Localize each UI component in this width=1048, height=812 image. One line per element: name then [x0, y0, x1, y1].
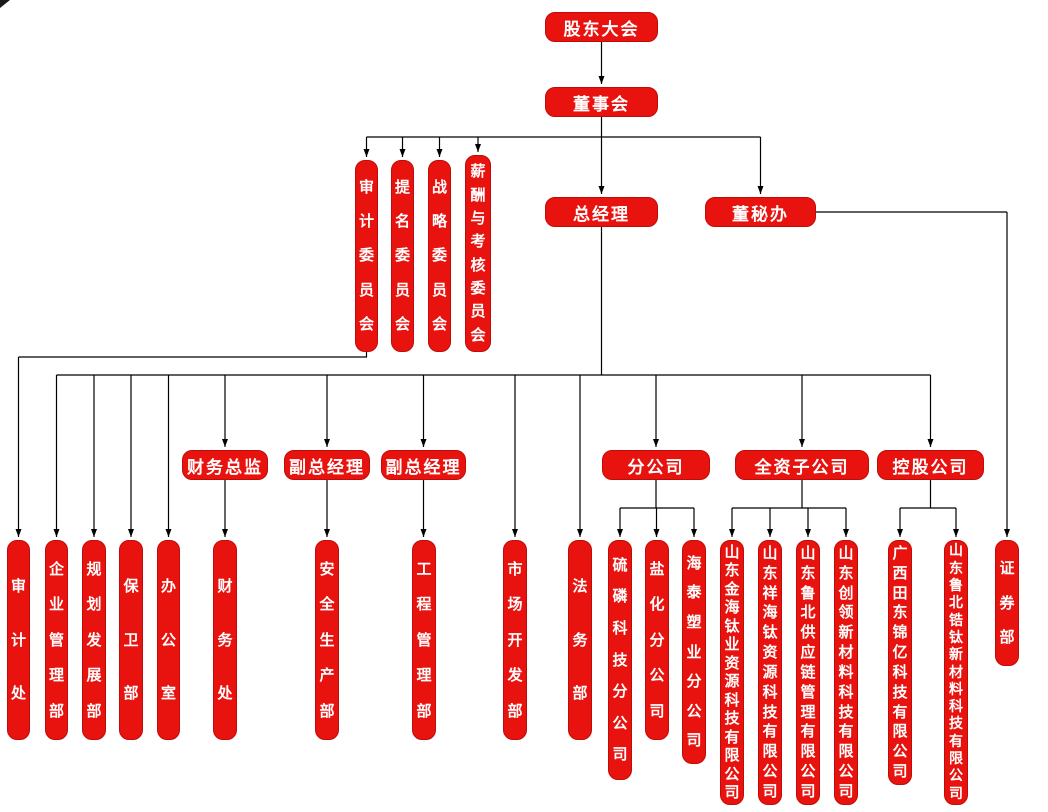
org-node-jinhai-titanium: 山东金海钛业资源科技有限公司	[720, 540, 744, 805]
org-node-deputy-gm-1: 副总经理	[284, 450, 370, 480]
org-node-board: 董事会	[545, 87, 658, 117]
connector-line	[900, 480, 956, 509]
connector-line	[732, 480, 846, 509]
org-node-salt-chemical: 盐化分公司	[645, 540, 669, 740]
org-node-deputy-gm-2: 副总经理	[381, 450, 466, 480]
org-node-safety-production: 安全生产部	[315, 540, 339, 740]
org-node-finance-office: 财务处	[213, 540, 237, 740]
org-node-planning-dev: 规划发展部	[82, 540, 106, 740]
org-node-chuangling-materials: 山东创领新材料科技有限公司	[834, 540, 858, 805]
org-node-cfo: 财务总监	[182, 450, 268, 480]
org-node-office: 办公室	[157, 540, 180, 740]
org-node-haitai-plastics: 海泰塑业分公司	[682, 540, 706, 764]
org-node-audit-office: 审计处	[7, 540, 30, 740]
org-node-legal: 法务部	[568, 540, 592, 740]
org-node-guangxi-jinyi: 广西田东锦亿科技有限公司	[888, 540, 912, 785]
org-node-market-dev: 市场开发部	[503, 540, 527, 740]
org-node-sulfur-phosphorus: 硫磷科技分公司	[608, 540, 632, 780]
org-node-nomination-committee: 提名委员会	[391, 160, 414, 352]
org-node-wholly-owned: 全资子公司	[735, 450, 869, 480]
org-node-strategy-committee: 战略委员会	[428, 160, 451, 352]
org-node-security-dept: 保卫部	[119, 540, 143, 740]
org-node-holding-companies: 控股公司	[877, 450, 984, 480]
org-node-engineering-mgmt: 工程管理部	[412, 540, 436, 740]
org-node-gm: 总经理	[545, 197, 658, 227]
org-node-lubei-supply-chain: 山东鲁北供应链管理有限公司	[796, 540, 820, 805]
org-node-shareholders: 股东大会	[545, 12, 658, 42]
org-node-remuneration-committee: 薪酬与考核委员会	[465, 155, 491, 352]
org-node-lubei-zirconium: 山东鲁北锆钛新材料科技有限公司	[944, 540, 968, 805]
org-node-branch-companies: 分公司	[602, 450, 710, 480]
org-node-enterprise-mgmt: 企业管理部	[45, 540, 68, 740]
org-node-audit-committee: 审计委员会	[355, 160, 378, 352]
org-node-xianghai-titanium: 山东祥海钛资源科技有限公司	[758, 540, 782, 805]
corner-artifact-icon	[0, 0, 10, 8]
connector-line	[18, 352, 368, 358]
org-node-securities: 证券部	[995, 540, 1019, 666]
org-node-secretary-office: 董秘办	[705, 197, 816, 227]
